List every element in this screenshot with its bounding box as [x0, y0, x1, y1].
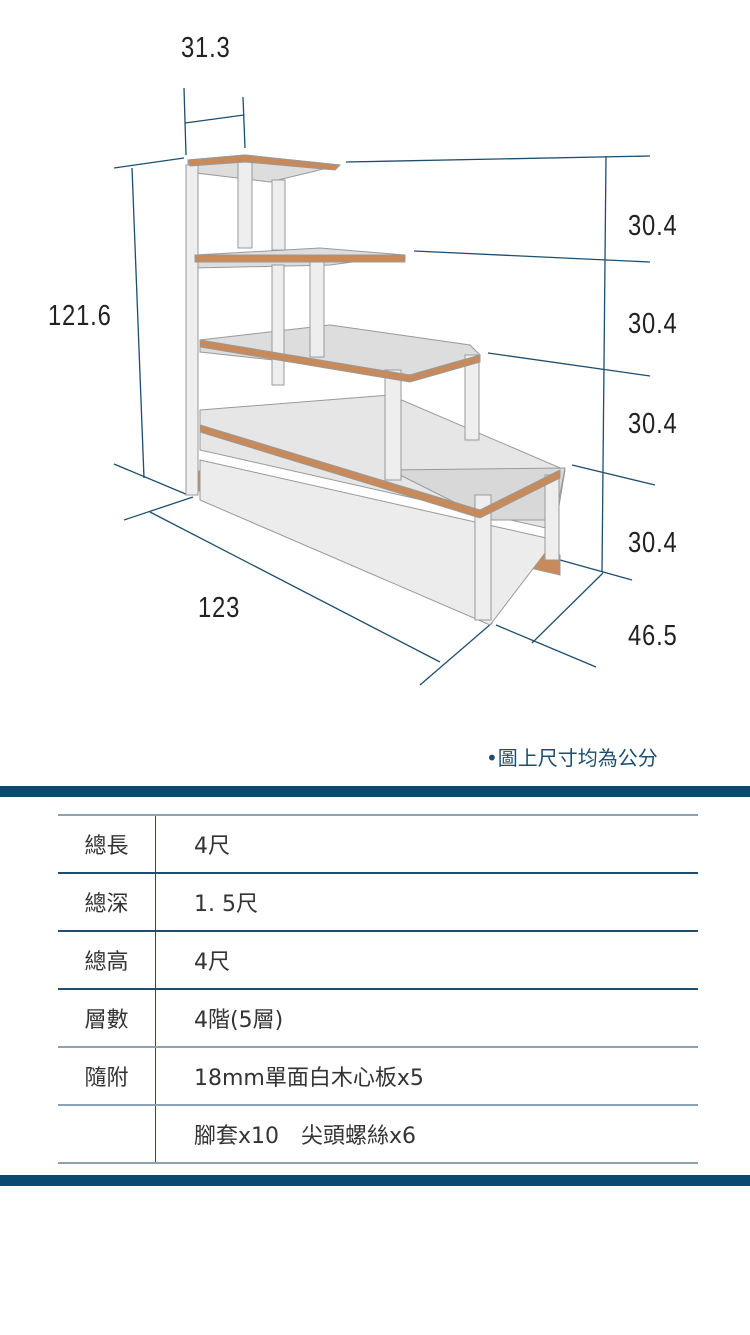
- spec-value: 腳套x10 尖頭螺絲x6: [155, 1104, 698, 1164]
- shelf-unit: [185, 154, 566, 626]
- spec-label: 隨附: [58, 1046, 156, 1106]
- top-divider-bar: [0, 786, 750, 797]
- spec-label: 層數: [58, 988, 156, 1048]
- spec-label: [58, 1104, 156, 1164]
- table-row: 腳套x10 尖頭螺絲x6: [58, 1104, 698, 1164]
- spec-value: 1. 5尺: [155, 872, 698, 932]
- spec-value: 4尺: [155, 930, 698, 990]
- dim-total-height: 121.6: [48, 300, 112, 332]
- dim-step-height-4: 30.4: [628, 527, 678, 559]
- bottom-divider-bar: [0, 1175, 750, 1186]
- spec-label: 總深: [58, 872, 156, 932]
- units-note: •圖上尺寸均為公分: [486, 746, 658, 770]
- shelf-diagram: [113, 87, 656, 686]
- spec-value: 18mm單面白木心板x5: [155, 1046, 698, 1106]
- dim-top-depth: 31.3: [181, 32, 231, 64]
- dim-step-height-2: 30.4: [628, 308, 678, 340]
- spec-label: 總長: [58, 814, 156, 874]
- spec-value: 4階(5層): [155, 988, 698, 1048]
- dim-total-length: 123: [198, 592, 241, 624]
- spec-label: 總高: [58, 930, 156, 990]
- dimension-lines: [113, 87, 656, 686]
- dim-total-depth: 46.5: [628, 620, 678, 652]
- dim-step-height-3: 30.4: [628, 408, 678, 440]
- dim-step-height-1: 30.4: [628, 210, 678, 242]
- spec-value: 4尺: [155, 814, 698, 874]
